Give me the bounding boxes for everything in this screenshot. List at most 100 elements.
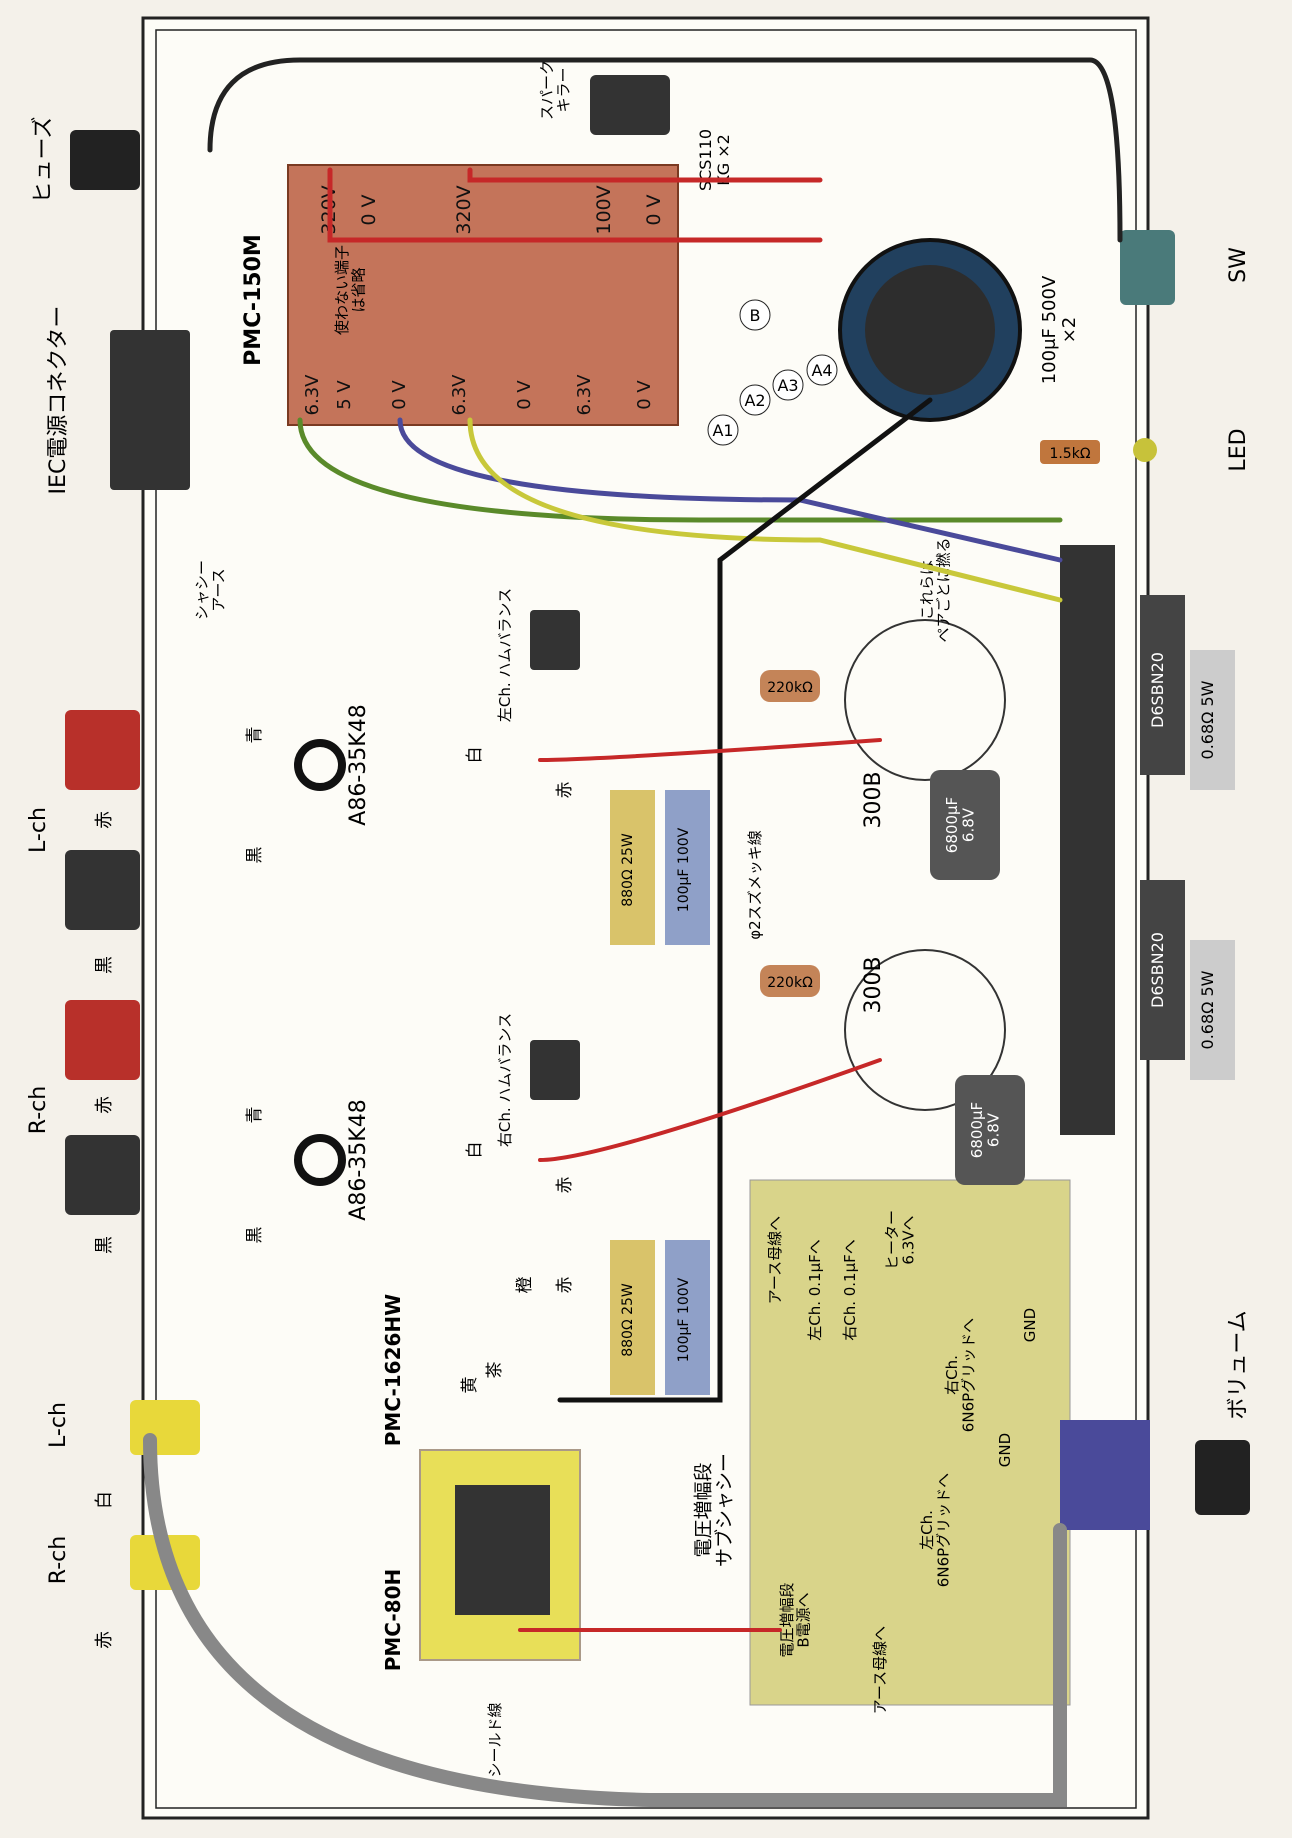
terminal-lch-black (65, 850, 140, 930)
wire-blue-2: 青 (245, 1107, 265, 1124)
cap-100-r-label: 100μF 100V (676, 1277, 692, 1362)
speaker-lch-label: L-ch (26, 807, 51, 853)
power-transformer-small-core (455, 1485, 550, 1615)
speaker-terminals: L-ch 赤 黒 R-ch 赤 黒 (26, 710, 140, 1254)
wire-heater-blue (397, 417, 1063, 563)
wiring (143, 57, 1123, 1807)
volume-label: ボリューム (1226, 1310, 1251, 1419)
bridge-r-label: D6SBN20 (1148, 932, 1167, 1008)
sub-chassis-labels: アース母線へ 左Ch. 0.1μFへ 右Ch. 0.1μFへ ヒーター6.3Vへ… (766, 1210, 1039, 1714)
resistor-068-r-label: 0.68Ω 5W (1198, 970, 1217, 1049)
input-rch-color: 赤 (94, 1631, 115, 1649)
fuse-label: ヒューズ (31, 117, 56, 204)
cap-6800-l-label: 6800μF6.8V (943, 797, 978, 853)
tap-bottom-6: 6.3V (574, 374, 595, 416)
output-transformer-r (294, 1134, 346, 1186)
choke-label: PMC-1626HW (381, 1294, 405, 1446)
marker-a3: A3 (777, 376, 798, 395)
volume-knob (1195, 1440, 1250, 1515)
sub-label-3: 右Ch. 0.1μFへ (841, 1239, 859, 1341)
tube-l-label: 300B (861, 771, 886, 828)
sub-label-2: 左Ch. 0.1μFへ (806, 1239, 824, 1341)
wire-red-r: 赤 (555, 1177, 575, 1194)
bridge-l-label: D6SBN20 (1148, 652, 1167, 728)
hum-balance-l-label: 左Ch. ハムバランス (496, 588, 514, 722)
marker-group: A1 A2 A3 A4 B (707, 299, 838, 446)
input-lch-label: L-ch (46, 1402, 71, 1448)
sub-label-7: 電圧増幅段B電源へ (778, 1582, 813, 1657)
input-rch-label: R-ch (46, 1536, 71, 1584)
transformer-top-taps: 320V 0 V 320V 100V 0 V (318, 185, 665, 234)
sub-label-4: ヒーター6.3Vへ (883, 1210, 918, 1270)
diode-label: SCS110KG ×2 (696, 129, 733, 191)
wire-heater-green (297, 417, 1063, 523)
sub-chassis-label: 電圧増幅段サブシャシー (693, 1453, 736, 1567)
cap-6800-r (955, 1075, 1025, 1185)
resistor-068-l-label: 0.68Ω 5W (1198, 680, 1217, 759)
terminal-rch-black (65, 1135, 140, 1215)
wire-white-r: 白 (465, 1142, 485, 1159)
cap-100-l (665, 790, 710, 945)
tube-socket-r (844, 949, 1006, 1111)
bus-wire-label: φ2スズメッキ線 (746, 830, 764, 939)
transformer-main-name: PMC-150M (241, 234, 266, 366)
wire-red-l: 赤 (555, 782, 575, 799)
resistor-220k-r (760, 965, 820, 997)
sub-label-1: アース母線へ (766, 1216, 784, 1304)
resistor-880-l-label: 880Ω 25W (620, 833, 636, 907)
marker-b: B (750, 306, 761, 325)
marker-a4: A4 (811, 361, 832, 380)
tube-r-label: 300B (861, 956, 886, 1013)
input-lch-color: 白 (94, 1491, 115, 1509)
sub-label-10: GND (1021, 1308, 1039, 1342)
speaker-rch-black: 黒 (94, 1236, 115, 1254)
switch-label: SW (1226, 247, 1251, 283)
tap-top-4: 100V (593, 185, 615, 234)
terminal-rch-red (65, 1000, 140, 1080)
spark-killer-label: スパークキラー (538, 60, 573, 120)
tap-bottom-1: 6.3V (302, 374, 323, 416)
wire-yellow: 黄 (460, 1377, 480, 1394)
chassis-inner-outline (155, 29, 1137, 1809)
speaker-rch-label: R-ch (26, 1086, 51, 1134)
tube-socket-l (844, 619, 1006, 781)
led-label: LED (1226, 428, 1251, 471)
cap-100-r (665, 1240, 710, 1395)
bridge-l (1140, 595, 1185, 775)
tap-bottom-5: 0 V (514, 380, 535, 410)
power-small-label: PMC-80H (381, 1569, 405, 1672)
hum-balance-pot-r (530, 1040, 580, 1100)
resistor-068-r (1190, 940, 1235, 1080)
wire-black-1: 黒 (245, 847, 265, 864)
sub-label-5: 左Ch.6N6Pグリッドへ (918, 1473, 953, 1587)
output-transformer-r-label: A86-35K48 (346, 1099, 371, 1220)
terminal-strip (1060, 545, 1115, 1135)
chassis-earth-label-top: シャシーアース (193, 560, 228, 620)
resistor-880-r (610, 1240, 655, 1395)
transformer-bottom-taps: 6.3V 5 V 0 V 6.3V 0 V 6.3V 0 V (302, 374, 655, 416)
wire-yellow-bus (467, 417, 1063, 603)
resistor-220k-l (760, 670, 820, 702)
shield-cable (143, 1433, 1067, 1807)
wire-blue-1: 青 (245, 727, 265, 744)
tap-top-2: 0 V (358, 194, 380, 225)
hum-balance-pot-l (530, 610, 580, 670)
resistor-880-r-label: 880Ω 25W (620, 1283, 636, 1357)
output-transformer-l (294, 739, 346, 791)
marker-a2: A2 (744, 391, 765, 410)
capacitor-main-label: 100μF 500V×2 (1039, 275, 1080, 384)
led-resistor (1040, 440, 1100, 464)
hum-balance-r-label: 右Ch. ハムバランス (496, 1013, 514, 1147)
wire-black-2: 黒 (245, 1227, 265, 1244)
sub-chassis-board (749, 1179, 1071, 1706)
bridge-r (1140, 880, 1185, 1060)
output-transformer-l-label: A86-35K48 (346, 704, 371, 825)
sub-label-8: アース母線へ (871, 1626, 889, 1714)
wire-ac-hot (207, 57, 1123, 243)
transformer-note: 使わない端子は省略 (333, 245, 368, 335)
sub-label-9: GND (996, 1433, 1014, 1467)
speaker-rch-red: 赤 (94, 1096, 115, 1114)
resistor-068-l (1190, 650, 1235, 790)
